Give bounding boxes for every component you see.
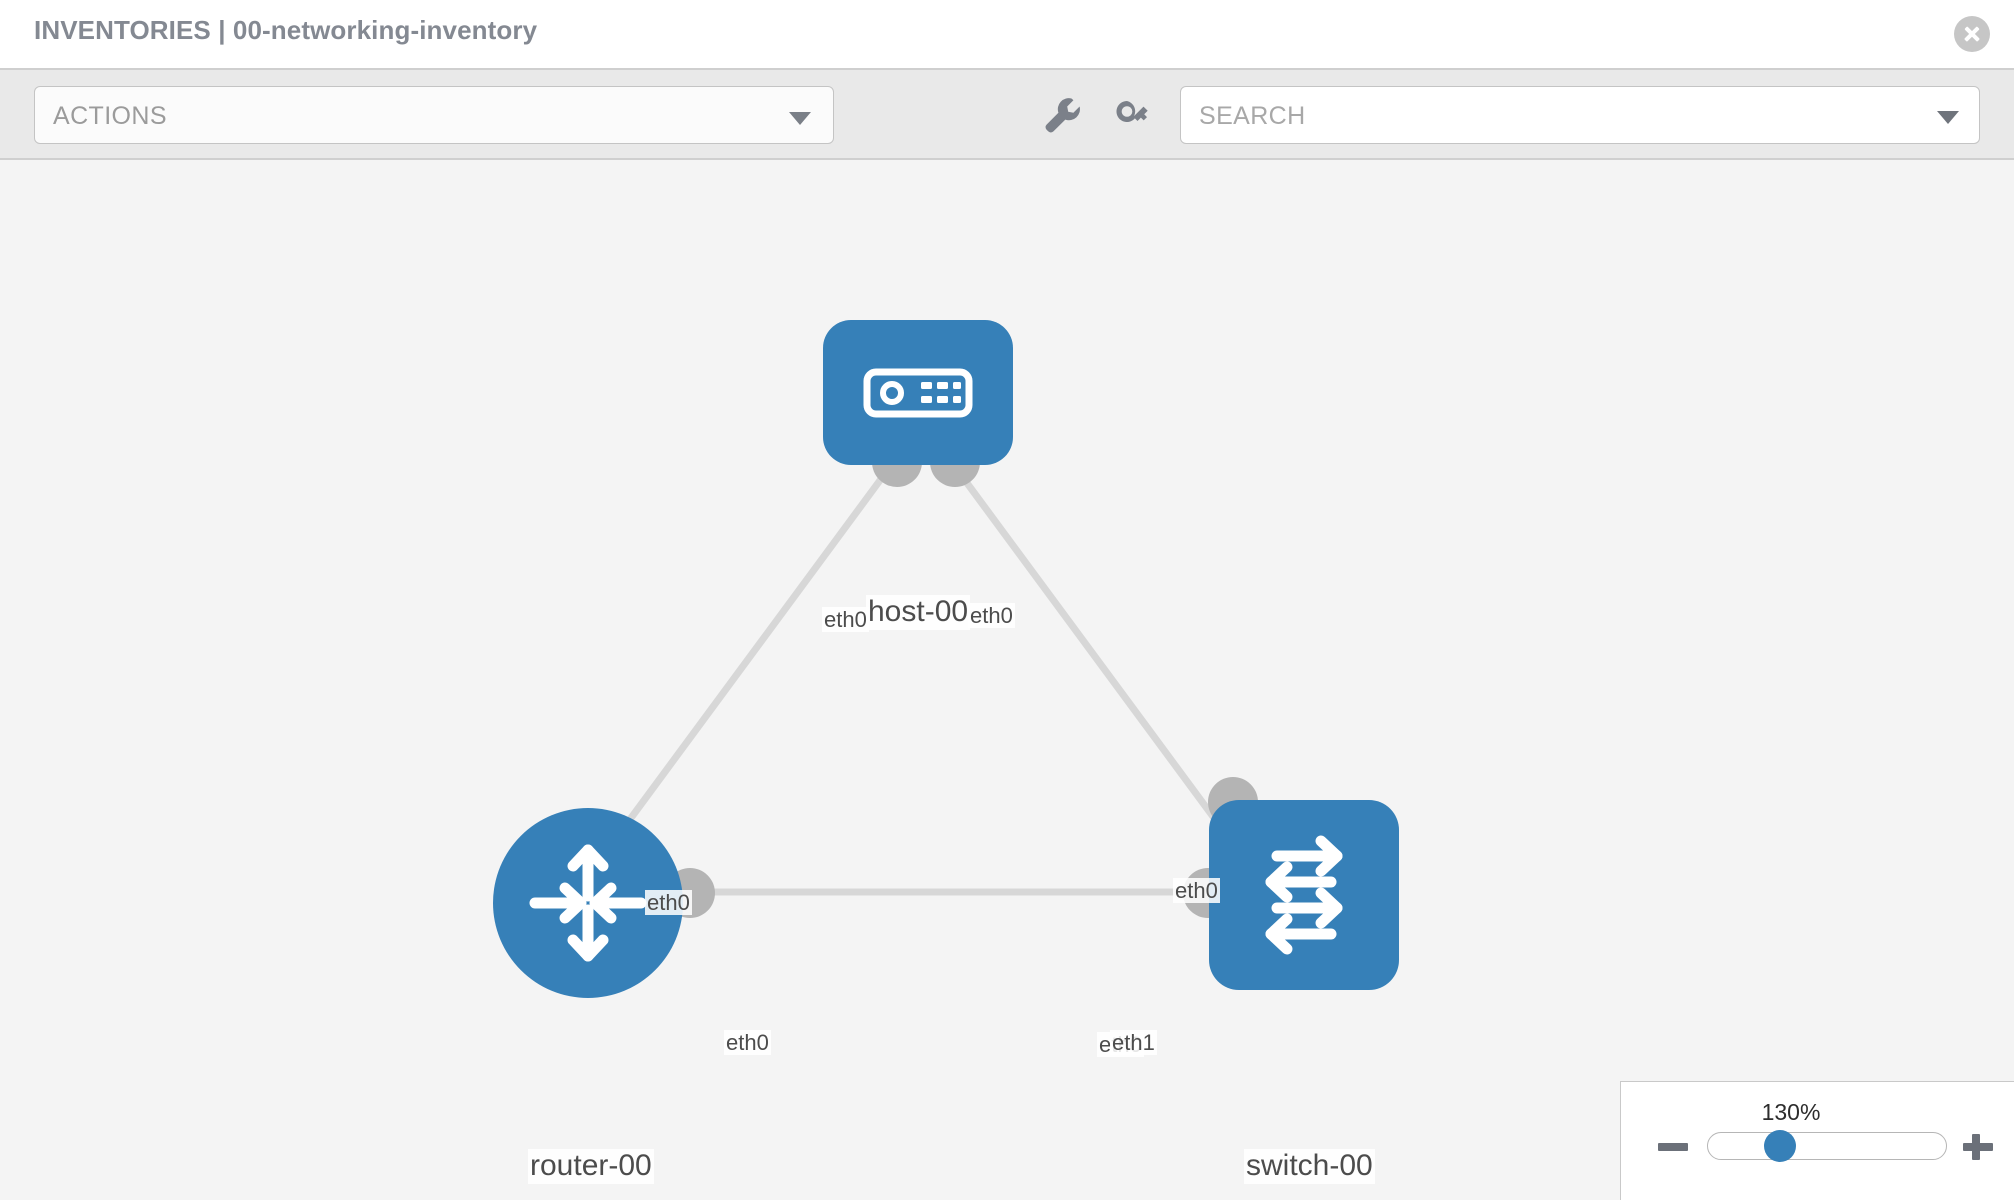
page-header: INVENTORIES | 00-networking-inventory: [0, 0, 2014, 68]
interface-label-switch-left-eth1: eth1: [1110, 1030, 1157, 1056]
server-icon: [863, 368, 973, 417]
zoom-level-value: 130%: [1761, 1099, 1821, 1125]
interface-label-host-right: eth0: [968, 603, 1015, 629]
wrench-icon[interactable]: [1038, 90, 1088, 140]
node-host-00[interactable]: [823, 320, 1013, 465]
node-label-router-00: router-00: [528, 1149, 654, 1184]
switch-arrows-icon: [1265, 835, 1343, 955]
zoom-slider-track[interactable]: [1707, 1132, 1947, 1160]
minus-icon[interactable]: [1656, 1130, 1690, 1164]
node-label-host-00: host-00: [866, 595, 971, 630]
interface-label-host-left: eth0: [822, 607, 869, 633]
zoom-slider-thumb[interactable]: [1764, 1130, 1796, 1162]
search-input[interactable]: [1197, 87, 1921, 145]
plus-icon[interactable]: [1961, 1130, 1995, 1164]
chevron-down-icon: [789, 112, 811, 125]
key-icon[interactable]: [1108, 90, 1158, 140]
node-router-00[interactable]: [493, 808, 683, 998]
actions-dropdown[interactable]: ACTIONS: [34, 86, 834, 144]
zoom-control-panel: 130%: [1620, 1081, 2014, 1200]
search-field[interactable]: [1180, 86, 1980, 145]
topology-links: [597, 457, 1248, 896]
chevron-down-icon: [1937, 111, 1959, 124]
topology-canvas[interactable]: eth0 eth0 eth0 eth0 eth0 eth0 eth1 host-…: [0, 160, 2014, 1200]
toolbar: ACTIONS: [0, 68, 2014, 160]
interface-label-router-up: eth0: [645, 890, 692, 916]
breadcrumb: INVENTORIES | 00-networking-inventory: [34, 15, 538, 45]
link-host-switch: [947, 457, 1248, 863]
node-label-switch-00: switch-00: [1244, 1149, 1375, 1184]
router-arrows-icon: [529, 844, 647, 962]
interface-label-switch-up: eth0: [1173, 878, 1220, 904]
node-switch-00[interactable]: [1209, 800, 1399, 990]
interface-label-router-right: eth0: [724, 1030, 771, 1056]
link-host-router: [597, 457, 898, 863]
close-icon[interactable]: [1954, 16, 1990, 52]
actions-dropdown-label: ACTIONS: [53, 102, 167, 130]
